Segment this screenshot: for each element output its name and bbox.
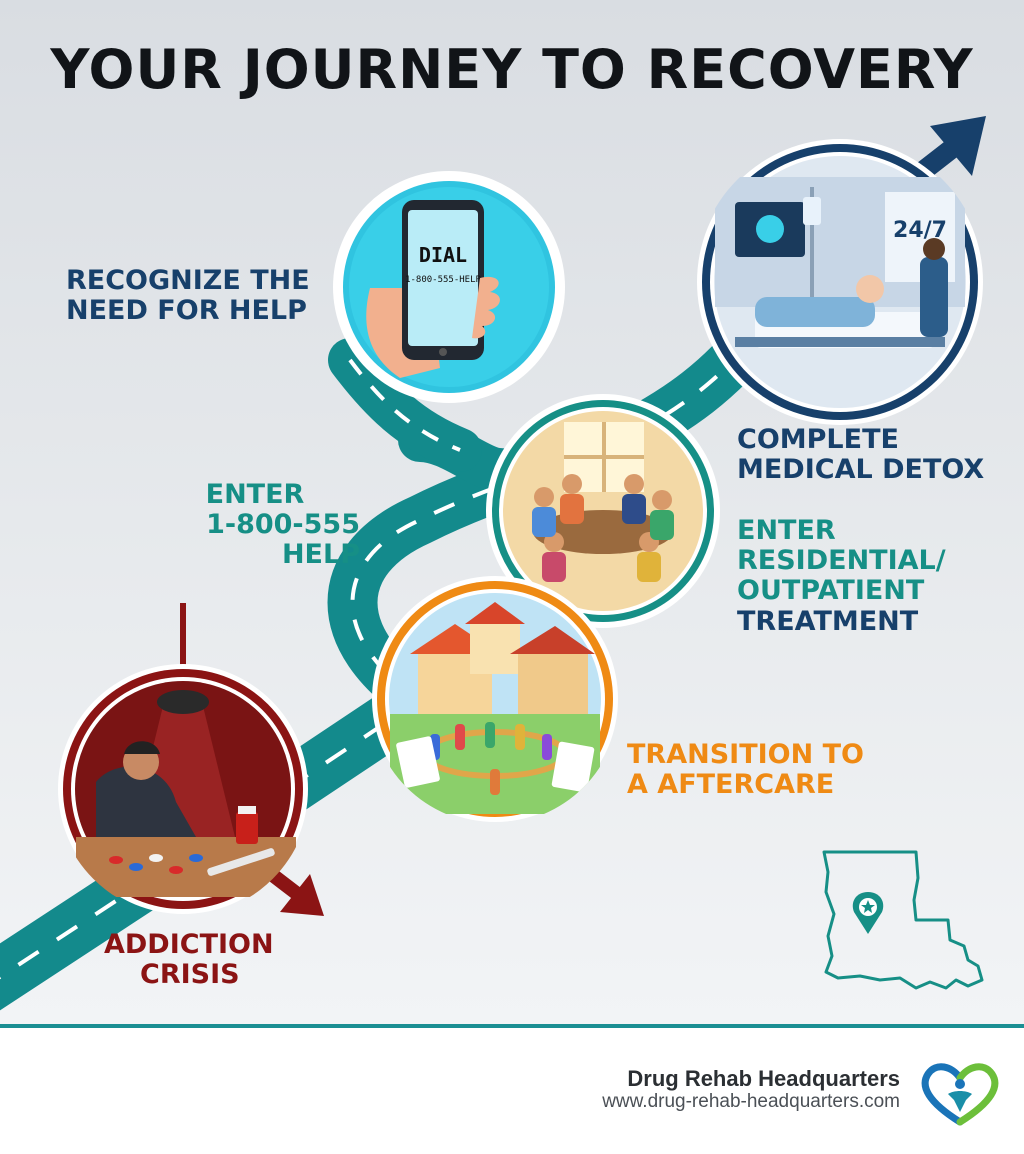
- step-crisis-label: ADDICTION CRISIS: [104, 929, 274, 991]
- brand-url[interactable]: www.drug-rehab-headquarters.com: [602, 1091, 900, 1112]
- map-pin-star-icon: [852, 892, 884, 934]
- step-recognize-line1: RECOGNIZE THE: [66, 265, 310, 296]
- phone-dial-text: DIAL: [419, 243, 467, 267]
- step-aftercare-line2: A AFTERCARE: [627, 769, 835, 801]
- step-treatment-line2: RESIDENTIAL/: [737, 545, 946, 577]
- step-recognize-line2: NEED FOR HELP: [66, 295, 307, 327]
- step-treatment-line3: OUTPATIENT: [737, 575, 925, 607]
- aftercare-community-illustration: [370, 574, 620, 824]
- step-detox-line1: COMPLETE: [737, 424, 899, 455]
- step-hotline-line1: ENTER: [205, 479, 305, 510]
- step-crisis-line2: CRISIS: [140, 959, 240, 991]
- step-recognize-label: RECOGNIZE THE NEED FOR HELP: [66, 265, 310, 327]
- step-detox-line2: MEDICAL DETOX: [737, 454, 985, 486]
- group-therapy-illustration: [484, 392, 722, 630]
- lamp-cord: [180, 603, 186, 683]
- addiction-crisis-illustration: [56, 662, 310, 916]
- page-title: YOUR JOURNEY TO RECOVERY: [50, 38, 974, 101]
- medical-detox-illustration: 24/7: [695, 137, 985, 427]
- footer: [0, 1028, 1024, 1154]
- step-crisis-line1: ADDICTION: [104, 929, 274, 960]
- step-aftercare-line1: TRANSITION TO: [627, 739, 864, 770]
- step-hotline-line2: 1-800-555 HELP: [206, 509, 360, 571]
- brand-name: Drug Rehab Headquarters: [627, 1066, 900, 1091]
- step-treatment-label: ENTER RESIDENTIAL/ OUTPATIENT TREATMENT: [737, 515, 946, 637]
- phone-number-text: 1-800-555-HELP: [405, 275, 481, 285]
- step-treatment-line4: TREATMENT: [737, 605, 919, 637]
- step-detox-label: COMPLETE MEDICAL DETOX: [737, 424, 985, 486]
- step-aftercare-label: TRANSITION TO A AFTERCARE: [627, 739, 864, 801]
- footer-divider: [0, 1024, 1024, 1028]
- phone-illustration: DIAL 1-800-555-HELP: [330, 168, 568, 406]
- heart-people-logo: [921, 1063, 999, 1126]
- louisiana-map-icon: [822, 850, 984, 990]
- step-hotline-label: ENTER 1-800-555 HELP: [150, 479, 360, 571]
- step-treatment-line1: ENTER: [737, 515, 836, 546]
